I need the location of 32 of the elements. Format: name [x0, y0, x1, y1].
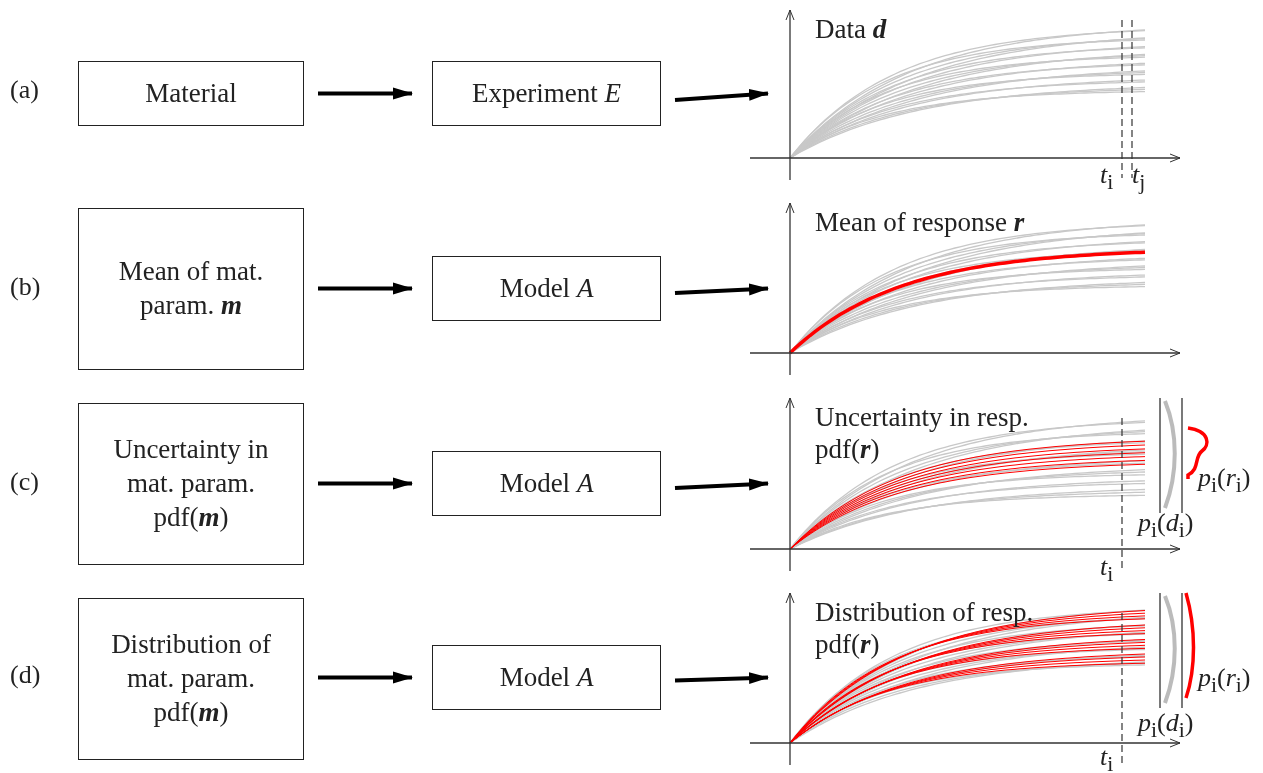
process-box: Experiment E — [432, 61, 661, 126]
process-box: Model A — [432, 256, 661, 321]
process-box: Material — [78, 61, 304, 126]
pdf-label: p$_{i}$(d$_{i}$) — [1138, 708, 1194, 744]
arrow — [674, 283, 769, 296]
row-label: (a) — [10, 75, 39, 105]
arrow — [318, 282, 413, 295]
arrow — [318, 87, 413, 100]
plot-title: Mean of response r — [815, 206, 1026, 239]
row-label: (d) — [10, 660, 41, 690]
arrow — [674, 478, 769, 491]
process-box: Model A — [432, 645, 661, 710]
axis-label: t$_{i}$ — [1100, 742, 1114, 773]
arrow — [318, 477, 413, 490]
axis-label: t$_{i}$ — [1100, 552, 1114, 588]
process-box: Uncertainty in mat. param. pdf(m) — [78, 403, 304, 565]
process-box: Model A — [432, 451, 661, 516]
axis-label: t$_{i}$ — [1100, 160, 1114, 196]
row-label: (c) — [10, 467, 39, 497]
pdf-label: p$_{i}$(d$_{i}$) — [1138, 508, 1194, 544]
arrow — [674, 672, 769, 685]
arrow — [674, 88, 769, 102]
plot-title: Distribution of resp. pdf(r) — [815, 596, 1035, 661]
process-box: Distribution of mat. param. pdf(m) — [78, 598, 304, 760]
process-box: Mean of mat. param. m — [78, 208, 304, 370]
plot-title: Uncertainty in resp. pdf(r) — [815, 401, 1030, 466]
arrow — [318, 671, 413, 684]
row-label: (b) — [10, 272, 41, 302]
axis-label: t$_{j}$ — [1132, 160, 1146, 196]
pdf-label: p$_{i}$(r$_{i}$) — [1198, 663, 1251, 699]
pdf-label: p$_{i}$(r$_{i}$) — [1198, 463, 1251, 499]
plot-title: Data d — [815, 13, 888, 46]
